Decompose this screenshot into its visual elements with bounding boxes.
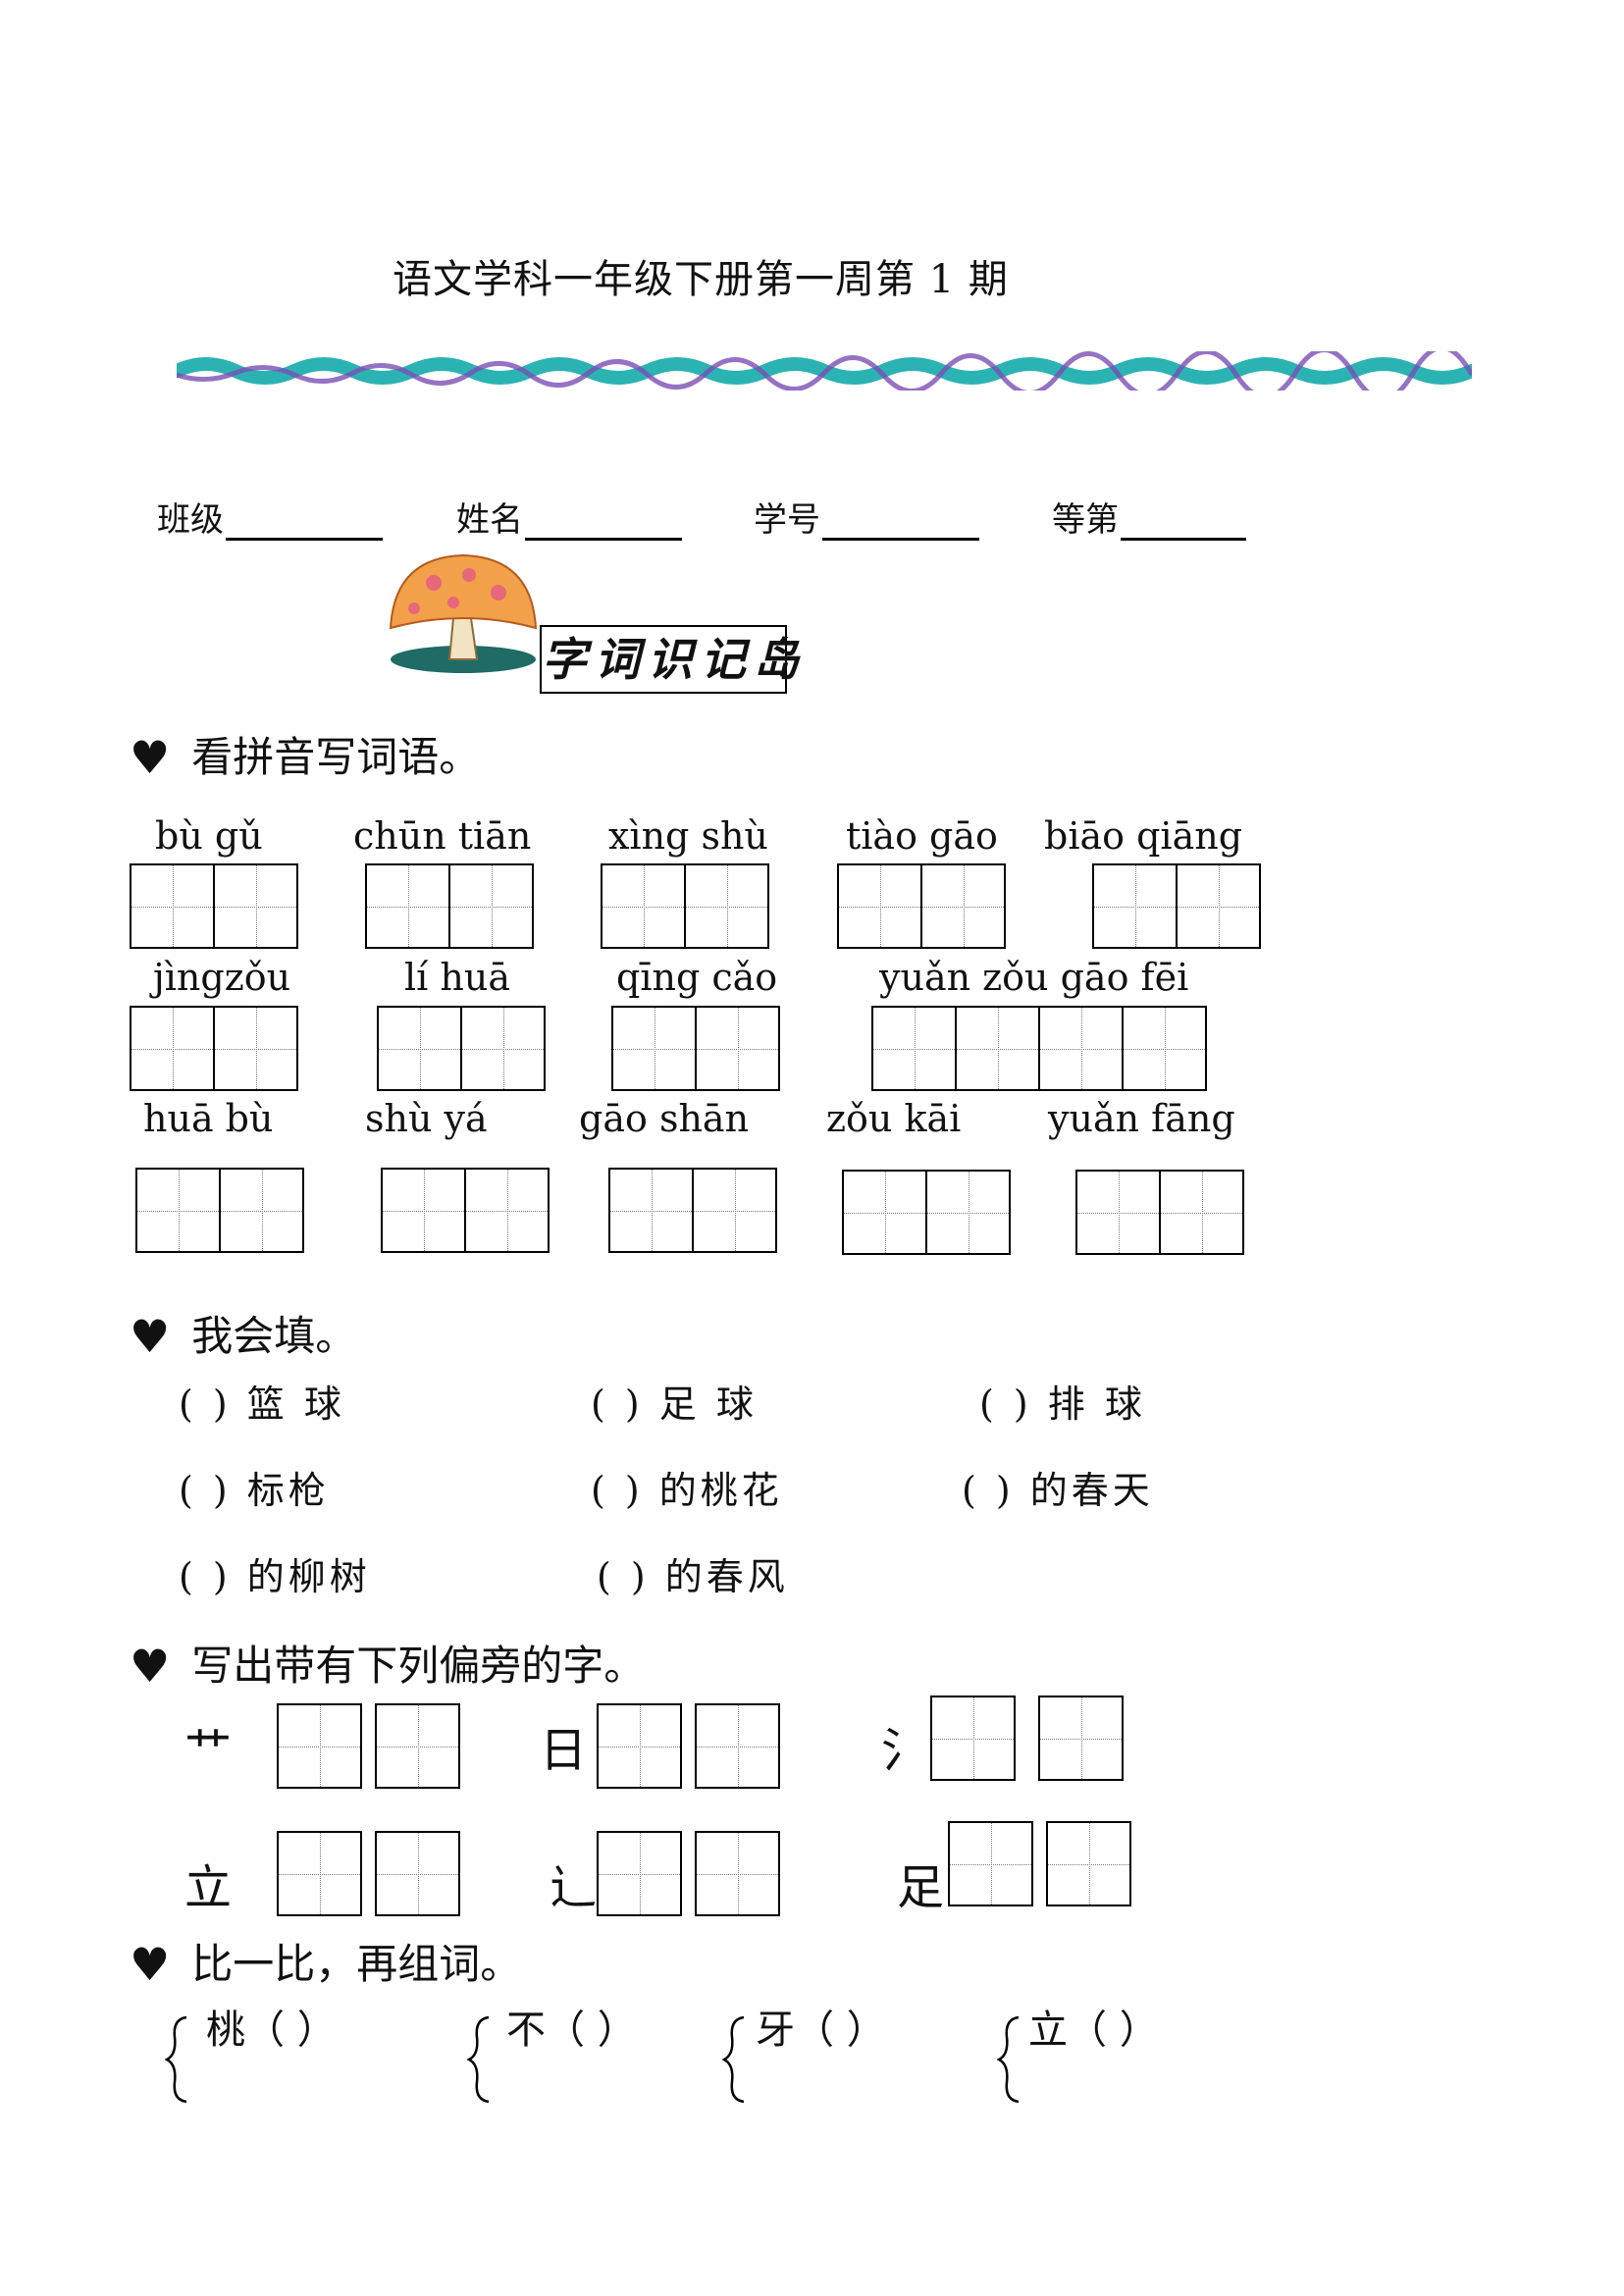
writing-grid[interactable] bbox=[135, 1168, 304, 1253]
pinyin-label: huā bù bbox=[143, 1097, 274, 1140]
fill-item[interactable]: ( ) 的桃花 bbox=[591, 1469, 783, 1512]
pinyin-section-heading: ♥看拼音写词语。 bbox=[130, 731, 481, 784]
writing-grid[interactable] bbox=[130, 1006, 298, 1091]
writing-grid[interactable] bbox=[277, 1703, 362, 1789]
radical-label: 足 bbox=[897, 1860, 945, 1915]
compare-item[interactable]: 牙（ ） bbox=[756, 2008, 886, 2053]
writing-grid[interactable] bbox=[842, 1170, 1011, 1255]
writing-grid[interactable] bbox=[695, 1831, 780, 1916]
pinyin-label: bù gǔ bbox=[155, 814, 263, 858]
heart-icon: ♥ bbox=[130, 1640, 171, 1693]
writing-grid[interactable] bbox=[930, 1696, 1016, 1781]
section-banner: 字词识记岛 bbox=[540, 625, 799, 694]
writing-grid[interactable] bbox=[375, 1831, 460, 1916]
class-label: 班级 bbox=[157, 500, 224, 540]
writing-grid[interactable] bbox=[948, 1821, 1033, 1906]
writing-grid[interactable] bbox=[695, 1703, 780, 1789]
pinyin-label: qīng cǎo bbox=[616, 956, 778, 999]
writing-grid[interactable] bbox=[597, 1703, 682, 1789]
writing-grid[interactable] bbox=[1092, 863, 1261, 949]
radical-label: 辶 bbox=[550, 1860, 598, 1915]
brace-icon bbox=[165, 2015, 187, 2104]
compare-item[interactable]: 立（ ） bbox=[1028, 2008, 1159, 2053]
mushroom-icon bbox=[389, 553, 538, 673]
heart-icon: ♥ bbox=[130, 731, 171, 784]
brace-icon bbox=[722, 2015, 745, 2104]
writing-grid[interactable] bbox=[597, 1831, 682, 1916]
pinyin-label: gāo shān bbox=[579, 1097, 750, 1140]
writing-grid[interactable] bbox=[1046, 1821, 1131, 1906]
fill-item[interactable]: ( ) 足 球 bbox=[591, 1383, 758, 1426]
compare-section-heading: ♥比一比，再组词。 bbox=[130, 1938, 522, 1991]
pinyin-label: biāo qiāng bbox=[1044, 814, 1243, 858]
pinyin-label: yuǎn fāng bbox=[1048, 1097, 1235, 1140]
fill-section-heading: ♥我会填。 bbox=[130, 1310, 357, 1363]
writing-grid[interactable] bbox=[377, 1006, 546, 1091]
brace-icon bbox=[997, 2015, 1020, 2104]
writing-grid[interactable] bbox=[130, 863, 298, 949]
pinyin-label: tiào gāo bbox=[846, 814, 998, 858]
fill-item[interactable]: ( ) 的柳树 bbox=[179, 1555, 371, 1598]
radical-section-heading: ♥写出带有下列偏旁的字。 bbox=[130, 1640, 646, 1693]
number-label: 学号 bbox=[754, 500, 820, 540]
brace-icon bbox=[467, 2015, 490, 2104]
radical-label: 艹 bbox=[184, 1723, 233, 1778]
compare-item[interactable]: 不（ ） bbox=[506, 2008, 637, 2053]
radical-label: 日 bbox=[540, 1723, 588, 1778]
pinyin-label: zǒu kāi bbox=[826, 1097, 962, 1140]
writing-grid[interactable] bbox=[365, 863, 534, 949]
pinyin-label: yuǎn zǒu gāo fēi bbox=[879, 956, 1189, 999]
page-title: 语文学科一年级下册第一周第 1 期 bbox=[393, 257, 1009, 302]
radical-label: 立 bbox=[184, 1860, 233, 1915]
compare-item[interactable]: 桃（ ） bbox=[206, 2008, 337, 2053]
writing-grid[interactable] bbox=[837, 863, 1006, 949]
writing-grid[interactable] bbox=[608, 1168, 777, 1253]
name-field[interactable]: 姓名 bbox=[456, 493, 682, 541]
writing-grid[interactable] bbox=[277, 1831, 362, 1916]
fill-item[interactable]: ( ) 标枪 bbox=[179, 1469, 330, 1512]
writing-grid[interactable] bbox=[375, 1703, 460, 1789]
writing-grid[interactable] bbox=[381, 1168, 550, 1253]
heart-icon: ♥ bbox=[130, 1310, 171, 1363]
writing-grid[interactable] bbox=[871, 1006, 1207, 1091]
fill-item[interactable]: ( ) 篮 球 bbox=[179, 1383, 345, 1426]
fill-item[interactable]: ( ) 排 球 bbox=[979, 1383, 1146, 1426]
pinyin-label: jìngzǒu bbox=[153, 956, 291, 999]
writing-grid[interactable] bbox=[1075, 1170, 1244, 1255]
writing-grid[interactable] bbox=[601, 863, 769, 949]
pinyin-label: xìng shù bbox=[608, 814, 768, 858]
pinyin-label: shù yá bbox=[365, 1097, 488, 1140]
writing-grid[interactable] bbox=[611, 1006, 780, 1091]
class-field[interactable]: 班级 bbox=[157, 493, 383, 541]
radical-label: 氵 bbox=[881, 1723, 929, 1778]
decorative-rope-divider bbox=[177, 351, 1472, 391]
heart-icon: ♥ bbox=[130, 1938, 171, 1991]
pinyin-label: chūn tiān bbox=[353, 814, 532, 858]
writing-grid[interactable] bbox=[1038, 1696, 1124, 1781]
grade-label: 等第 bbox=[1052, 500, 1119, 540]
fill-item[interactable]: ( ) 的春风 bbox=[597, 1555, 789, 1598]
grade-field[interactable]: 等第 bbox=[1052, 493, 1246, 541]
pinyin-label: lí huā bbox=[404, 956, 510, 999]
fill-item[interactable]: ( ) 的春天 bbox=[962, 1469, 1154, 1512]
name-label: 姓名 bbox=[456, 500, 523, 540]
number-field[interactable]: 学号 bbox=[754, 493, 979, 541]
